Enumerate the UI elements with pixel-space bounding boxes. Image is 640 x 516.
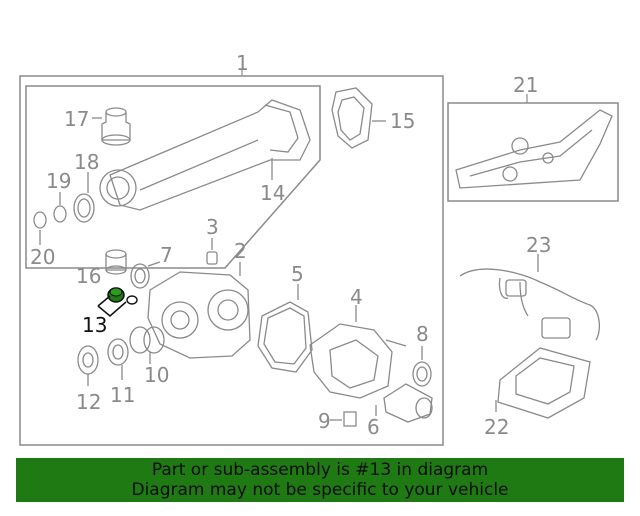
info-banner: Part or sub-assembly is #13 in diagram D… [16, 458, 624, 502]
housing-subgroup-frame [25, 85, 321, 269]
differential-housing [147, 262, 251, 359]
callout-11: 11 [110, 383, 135, 407]
control-module [495, 347, 591, 419]
callout-13[interactable]: 13 [82, 313, 107, 337]
axle-seal [73, 172, 95, 223]
drain-plug [330, 411, 357, 427]
crossmember [455, 109, 613, 189]
output-seal [412, 346, 432, 387]
banner-line-1: Part or sub-assembly is #13 in diagram [151, 460, 489, 480]
cover-gasket [331, 87, 386, 149]
o-ring [53, 192, 67, 223]
callout-3: 3 [206, 215, 219, 239]
callout-21: 21 [513, 73, 538, 97]
callout-15: 15 [390, 109, 415, 133]
sensor [206, 238, 218, 265]
callout-2: 2 [234, 239, 247, 263]
callout-10: 10 [144, 363, 169, 387]
banner-line-2: Diagram may not be specific to your vehi… [131, 480, 509, 500]
callout-4: 4 [350, 285, 363, 309]
input-seal [130, 261, 161, 289]
callout-1: 1 [236, 51, 249, 75]
pinion-flange-nut [77, 345, 99, 386]
pinion-bearing [129, 326, 165, 364]
part-13-plug[interactable] [97, 287, 138, 317]
callout-7: 7 [160, 243, 173, 267]
callout-9: 9 [318, 409, 331, 433]
callout-16: 16 [76, 264, 101, 288]
differential-cover [309, 305, 407, 399]
washer [33, 211, 47, 245]
callout-8: 8 [416, 322, 429, 346]
axle-tube-housing [99, 99, 311, 211]
wiring-harness [459, 254, 601, 341]
housing-gasket [257, 284, 313, 373]
bushing [105, 249, 127, 275]
callout-19: 19 [46, 169, 71, 193]
callout-18: 18 [74, 150, 99, 174]
breather-cap [92, 107, 131, 146]
callout-14: 14 [260, 181, 285, 205]
callout-23: 23 [526, 233, 551, 257]
actuator-motor [375, 383, 433, 423]
pinion-seal [107, 338, 129, 380]
callout-5: 5 [291, 262, 304, 286]
assembly-21-frame [447, 102, 619, 202]
callout-20: 20 [30, 245, 55, 269]
callout-6: 6 [367, 415, 380, 439]
assembly-1-frame [19, 75, 444, 446]
callout-12: 12 [76, 390, 101, 414]
callout-22: 22 [484, 415, 509, 439]
callout-17: 17 [64, 107, 89, 131]
